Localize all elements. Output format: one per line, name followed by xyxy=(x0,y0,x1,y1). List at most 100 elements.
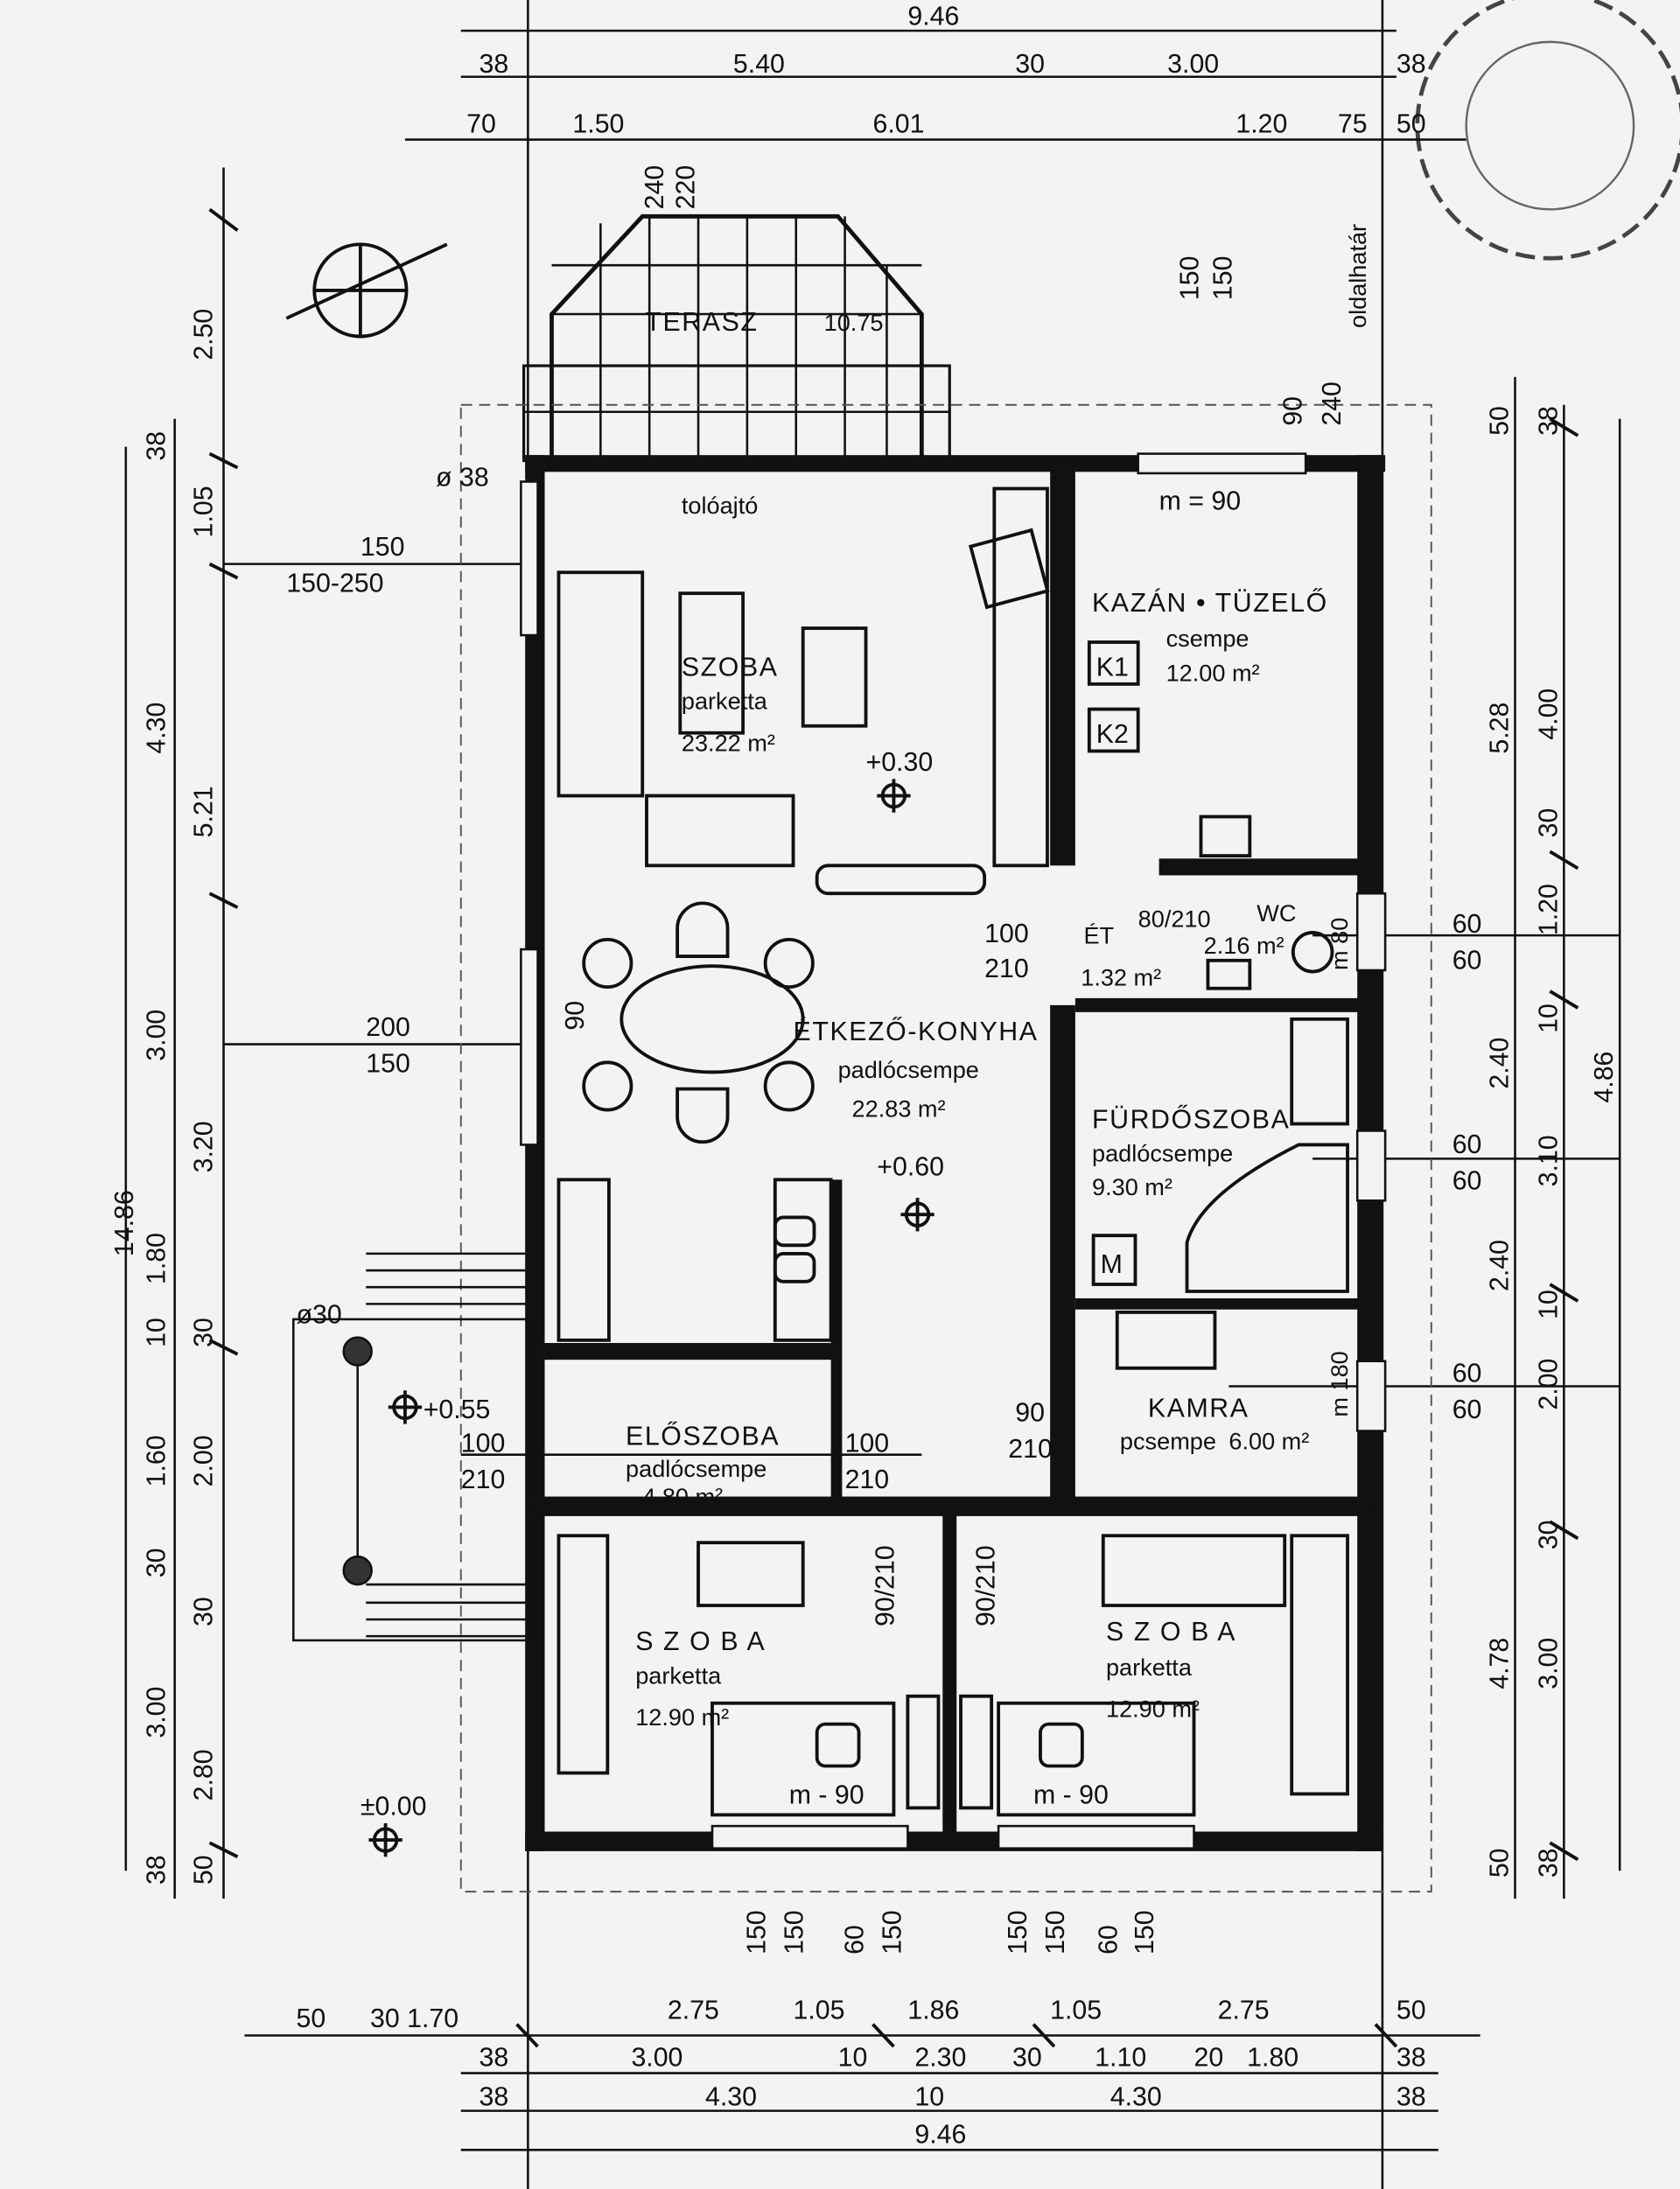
svg-text:+0.55: +0.55 xyxy=(424,1395,491,1424)
room-kitchen: ÉTKEZŐ-KONYHA padlócsempe 22.83 m² +0.60 xyxy=(794,1018,1037,1182)
svg-text:70: 70 xyxy=(466,110,496,139)
svg-text:150: 150 xyxy=(1209,256,1238,301)
svg-text:1.20: 1.20 xyxy=(1534,884,1563,935)
svg-text:padlócsempe: padlócsempe xyxy=(626,1455,766,1482)
svg-text:30: 30 xyxy=(190,1318,219,1347)
plot-outline xyxy=(459,403,1432,1893)
svg-text:50: 50 xyxy=(1396,1996,1426,2025)
svg-text:90: 90 xyxy=(1015,1398,1045,1427)
svg-text:60: 60 xyxy=(1452,1395,1482,1424)
svg-text:2.00: 2.00 xyxy=(1534,1359,1563,1410)
svg-text:210: 210 xyxy=(461,1465,506,1494)
svg-text:S Z O B A: S Z O B A xyxy=(635,1627,766,1656)
svg-text:50: 50 xyxy=(1396,110,1426,139)
room-bathroom: FÜRDŐSZOBA padlócsempe 9.30 m² xyxy=(1092,1105,1289,1200)
svg-text:m 180: m 180 xyxy=(1326,1351,1353,1416)
svg-text:parketta: parketta xyxy=(635,1661,722,1689)
svg-text:1.05: 1.05 xyxy=(1050,1996,1102,2025)
svg-text:30: 30 xyxy=(1012,2044,1042,2073)
svg-text:oldalhatár: oldalhatár xyxy=(1344,224,1371,328)
svg-text:parketta: parketta xyxy=(1106,1654,1193,1681)
svg-text:ø30: ø30 xyxy=(296,1301,341,1330)
svg-text:38: 38 xyxy=(142,1855,171,1885)
svg-text:100: 100 xyxy=(984,920,1029,948)
svg-text:10.75: 10.75 xyxy=(824,309,884,336)
svg-text:9.46: 9.46 xyxy=(914,2120,966,2149)
svg-text:csempe: csempe xyxy=(1166,625,1250,652)
svg-text:3.00: 3.00 xyxy=(142,1010,171,1061)
annotations: ø 38 tolóajtó 150 150-250 200 150 100 21… xyxy=(286,463,1353,1809)
room-wc: WC 2.16 m² xyxy=(1204,899,1297,959)
svg-text:+0.30: +0.30 xyxy=(866,748,934,777)
svg-text:60: 60 xyxy=(1095,1925,1124,1955)
svg-text:+0.60: +0.60 xyxy=(877,1153,944,1182)
svg-text:10: 10 xyxy=(142,1318,171,1347)
svg-text:parketta: parketta xyxy=(682,688,768,715)
svg-text:6.00 m²: 6.00 m² xyxy=(1228,1427,1309,1454)
svg-text:9.30 m²: 9.30 m² xyxy=(1092,1173,1172,1200)
svg-text:3.10: 3.10 xyxy=(1534,1135,1563,1186)
windows xyxy=(520,452,1387,1850)
svg-text:m - 90: m - 90 xyxy=(789,1781,864,1810)
svg-text:pcsempe: pcsempe xyxy=(1120,1427,1216,1454)
svg-text:90/210: 90/210 xyxy=(971,1545,1000,1626)
svg-text:90/210: 90/210 xyxy=(871,1545,900,1626)
svg-text:1.10: 1.10 xyxy=(1095,2044,1146,2073)
svg-text:1.86: 1.86 xyxy=(907,1996,959,2025)
svg-text:12.00 m²: 12.00 m² xyxy=(1166,660,1260,687)
svg-text:60: 60 xyxy=(840,1925,869,1955)
svg-text:ÉT: ÉT xyxy=(1083,922,1114,949)
svg-text:2.00: 2.00 xyxy=(190,1435,219,1486)
svg-text:60: 60 xyxy=(1452,1360,1482,1388)
svg-text:150: 150 xyxy=(360,533,405,562)
room-hall: ELŐSZOBA padlócsempe 4.80 m² +0.55 xyxy=(424,1395,779,1510)
svg-text:38: 38 xyxy=(142,431,171,461)
svg-text:38: 38 xyxy=(1396,2044,1426,2073)
svg-text:2.30: 2.30 xyxy=(914,2044,966,2073)
dimension-ticks xyxy=(208,207,1579,2048)
ground-level-label: ±0.00 xyxy=(360,1792,427,1821)
svg-text:SZOBA: SZOBA xyxy=(682,653,779,682)
svg-text:3.00: 3.00 xyxy=(1534,1638,1563,1689)
svg-text:30: 30 xyxy=(142,1548,171,1577)
svg-text:1.60: 1.60 xyxy=(142,1435,171,1486)
svg-text:38: 38 xyxy=(1534,1848,1563,1878)
svg-text:240: 240 xyxy=(1318,381,1347,426)
svg-text:75: 75 xyxy=(1338,110,1368,139)
svg-text:30: 30 xyxy=(1015,50,1045,79)
svg-text:50: 50 xyxy=(296,2004,326,2033)
bottom-dimensions: 50 30 1.70 2.75 1.05 1.86 1.05 2.75 50 3… xyxy=(296,1910,1425,2149)
furniture xyxy=(556,486,1349,1817)
svg-text:m - 90: m - 90 xyxy=(1033,1781,1109,1810)
svg-text:KAMRA: KAMRA xyxy=(1148,1395,1250,1423)
svg-text:padlócsempe: padlócsempe xyxy=(838,1056,979,1083)
svg-text:ø 38: ø 38 xyxy=(436,463,489,492)
svg-text:12.90 m²: 12.90 m² xyxy=(635,1703,729,1731)
svg-text:3.00: 3.00 xyxy=(142,1687,171,1738)
svg-text:12.90 m²: 12.90 m² xyxy=(1106,1696,1200,1723)
svg-text:4.30: 4.30 xyxy=(1110,2082,1162,2111)
svg-text:90: 90 xyxy=(1278,396,1307,426)
svg-text:50: 50 xyxy=(1486,1848,1515,1878)
room-boiler: KAZÁN • TÜZELŐ csempe 12.00 m² xyxy=(1092,589,1326,687)
svg-text:10: 10 xyxy=(1534,1290,1563,1319)
svg-text:3.00: 3.00 xyxy=(631,2044,682,2073)
svg-text:22.83 m²: 22.83 m² xyxy=(852,1095,946,1122)
svg-text:38: 38 xyxy=(1396,50,1426,79)
svg-text:100: 100 xyxy=(461,1429,506,1458)
svg-text:2.75: 2.75 xyxy=(668,1996,719,2025)
svg-text:1.05: 1.05 xyxy=(190,486,219,537)
svg-text:10: 10 xyxy=(914,2082,944,2111)
svg-text:K1: K1 xyxy=(1096,653,1129,682)
svg-text:2.75: 2.75 xyxy=(1218,1996,1270,2025)
room-bedroom-2: S Z O B A parketta 12.90 m² xyxy=(1106,1618,1235,1723)
svg-text:6.01: 6.01 xyxy=(872,110,924,139)
svg-text:2.40: 2.40 xyxy=(1486,1240,1515,1291)
svg-text:14.86: 14.86 xyxy=(110,1190,139,1256)
svg-text:100: 100 xyxy=(845,1429,890,1458)
svg-text:M: M xyxy=(1101,1250,1123,1279)
svg-text:150-250: 150-250 xyxy=(286,570,383,598)
terrace xyxy=(522,213,951,463)
right-dimensions: 50 38 5.28 4.86 4.78 50 38 4.00 30 1.20 … xyxy=(1452,406,1620,1878)
svg-text:4.30: 4.30 xyxy=(142,703,171,754)
